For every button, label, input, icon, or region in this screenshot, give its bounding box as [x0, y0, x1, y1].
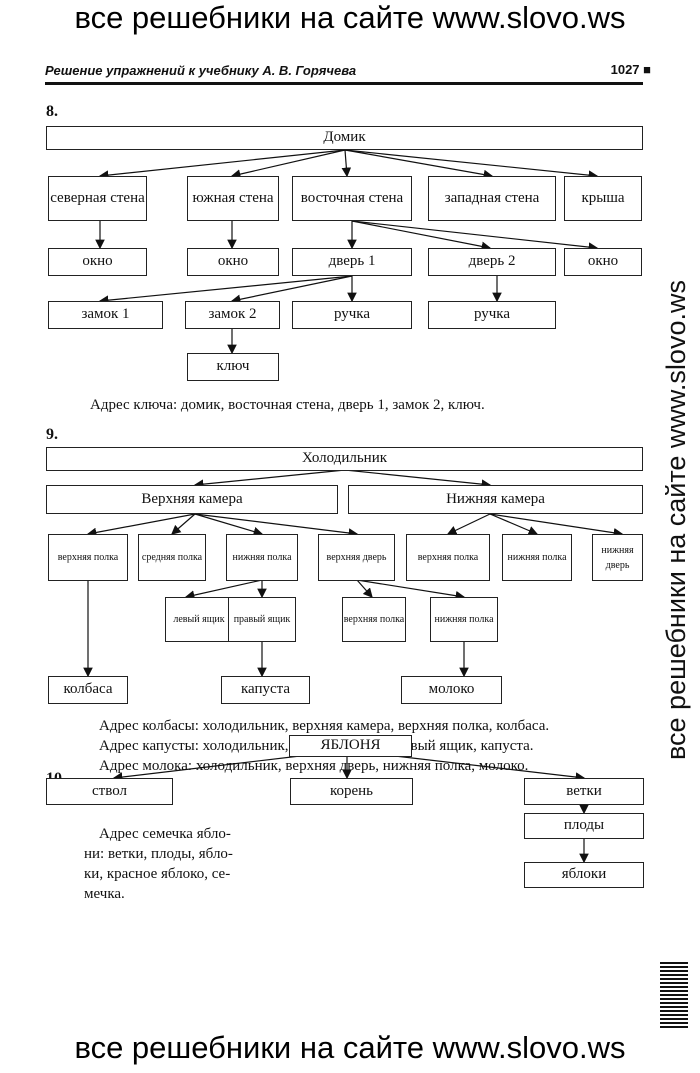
- ex8-root-box: Домик: [46, 126, 643, 150]
- ex9-answer-line: Адрес колбасы: холодильник, верхняя каме…: [99, 718, 550, 734]
- watermark-banner-bottom: все решебники на сайте www.slovo.ws: [74, 1030, 626, 1065]
- page-number: 1027 ■: [610, 62, 651, 77]
- ex9-drawer-box: правый ящик: [228, 597, 296, 642]
- ex8-wall-box: западная стена: [428, 176, 556, 221]
- ex10-answer-line: Адрес семечка ябло-: [99, 826, 231, 842]
- ex8-wall-box: северная стена: [48, 176, 147, 221]
- ex9-shelf-box: нижняя дверь: [592, 534, 643, 581]
- watermark-banner-top: все решебники на сайте www.slovo.ws: [74, 0, 626, 35]
- ex8-handle-box: ручка: [292, 301, 412, 329]
- ex10-answer-line: ни: ветки, плоды, ябло-: [84, 846, 233, 862]
- ex8-opening-box: окно: [48, 248, 147, 276]
- ex9-upper-chamber-box: Верхняя камера: [46, 485, 338, 514]
- ex9-shelf-box: нижняя полка: [502, 534, 572, 581]
- ex8-lock-box: замок 1: [48, 301, 163, 329]
- ex8-opening-box: дверь 1: [292, 248, 412, 276]
- ex9-shelf-box: верхняя дверь: [318, 534, 395, 581]
- ex10-apples-box: яблоки: [524, 862, 644, 888]
- ex10-branches-box: ветки: [524, 778, 644, 805]
- ex9-item-box: колбаса: [48, 676, 128, 704]
- ex9-lower-chamber-box: Нижняя камера: [348, 485, 643, 514]
- ex9-item-box: капуста: [221, 676, 310, 704]
- exercise-8-number: 8.: [46, 103, 58, 120]
- ex8-wall-box: крыша: [564, 176, 642, 221]
- ex9-shelf-box: нижняя полка: [226, 534, 298, 581]
- header-title: Решение упражнений к учебнику А. В. Горя…: [45, 63, 357, 78]
- ex9-answer-line: Адрес молока: холодильник, верхняя дверь…: [99, 758, 529, 774]
- ex8-opening-box: окно: [564, 248, 642, 276]
- ex10-fruits-box: плоды: [524, 813, 644, 839]
- ex8-wall-box: восточная стена: [292, 176, 412, 221]
- ex8-handle-box: ручка: [428, 301, 556, 329]
- watermark-side: все решебники на сайте www.slovo.ws: [661, 280, 691, 760]
- ex10-answer-line: мечка.: [84, 886, 125, 902]
- ex10-root-box: ЯБЛОНЯ: [289, 735, 412, 757]
- thumb-index-marker: [660, 962, 688, 1030]
- ex8-answer: Адрес ключа: домик, восточная стена, две…: [90, 397, 485, 413]
- ex8-key-box: ключ: [187, 353, 279, 381]
- ex8-opening-box: дверь 2: [428, 248, 556, 276]
- ex9-shelf-box: средняя полка: [138, 534, 206, 581]
- ex10-answer-line: ки, красное яблоко, се-: [84, 866, 231, 882]
- ex10-root-child-box: корень: [290, 778, 413, 805]
- running-head: Решение упражнений к учебнику А. В. Горя…: [45, 60, 651, 85]
- ex10-trunk-box: ствол: [46, 778, 173, 805]
- ex9-shelf-box: верхняя полка: [48, 534, 128, 581]
- ex8-opening-box: окно: [187, 248, 279, 276]
- ex8-lock-box: замок 2: [185, 301, 280, 329]
- ex9-door-shelf-box: нижняя полка: [430, 597, 498, 642]
- ex9-shelf-box: верхняя полка: [406, 534, 490, 581]
- exercise-9-number: 9.: [46, 426, 58, 443]
- ex9-item-box: молоко: [401, 676, 502, 704]
- ex9-door-shelf-box: верхняя полка: [342, 597, 406, 642]
- ex9-root-box: Холодильник: [46, 447, 643, 471]
- ex9-drawer-box: левый ящик: [165, 597, 233, 642]
- ex8-wall-box: южная стена: [187, 176, 279, 221]
